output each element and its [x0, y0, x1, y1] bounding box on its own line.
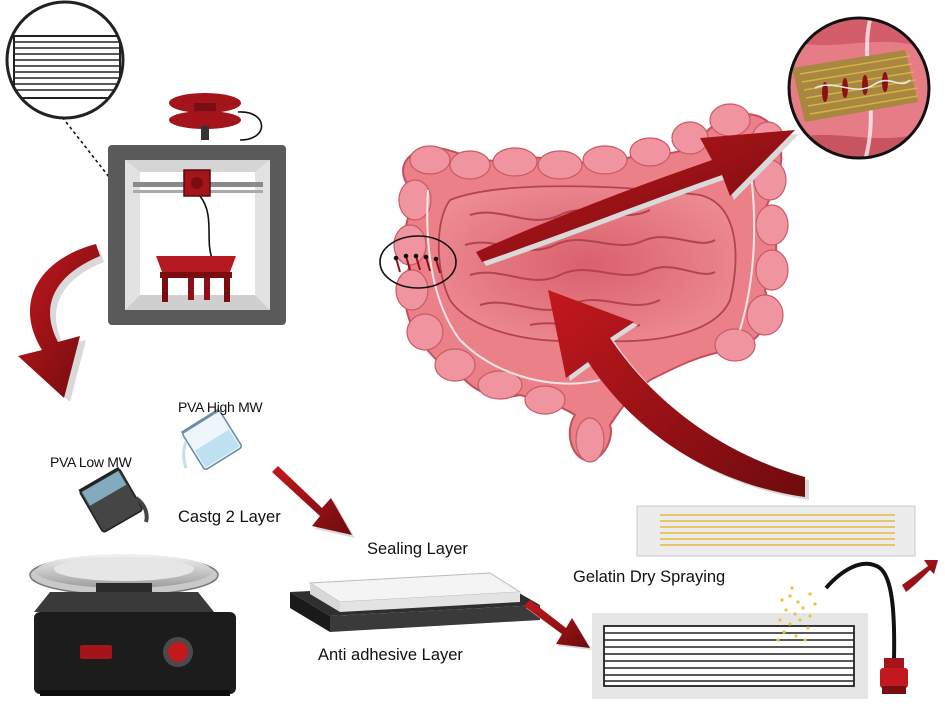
zoom-patch-icon: [787, 16, 931, 160]
arrow-to-film: [272, 466, 355, 538]
arrow-to-patch: [524, 600, 592, 650]
film-stack-icon: [290, 572, 540, 632]
beaker-low-icon: [78, 466, 149, 533]
lined-patch-icon: [592, 586, 868, 699]
striped-patch-icon: [636, 505, 916, 557]
label-casting: Castg 2 Layer: [178, 508, 281, 526]
label-pva-high: PVA High MW: [178, 399, 263, 415]
hotplate-icon: [29, 554, 236, 696]
arrow-to-zoom: [476, 130, 799, 266]
curved-arrow-left: [18, 244, 104, 402]
3d-printer-icon: [108, 93, 286, 325]
magnifier-lines-icon: [5, 0, 179, 266]
beaker-high-icon: [180, 408, 242, 470]
label-anti-adhesive-layer: Anti adhesive Layer: [318, 646, 463, 664]
arrow-to-intestine: [548, 290, 809, 500]
label-pva-low: PVA Low MW: [50, 454, 132, 470]
label-sealing-layer: Sealing Layer: [367, 540, 468, 558]
intestine-icon: [379, 103, 789, 463]
spray-nozzle-icon: [824, 560, 938, 694]
label-gelatin-spraying: Gelatin Dry Spraying: [573, 568, 726, 586]
